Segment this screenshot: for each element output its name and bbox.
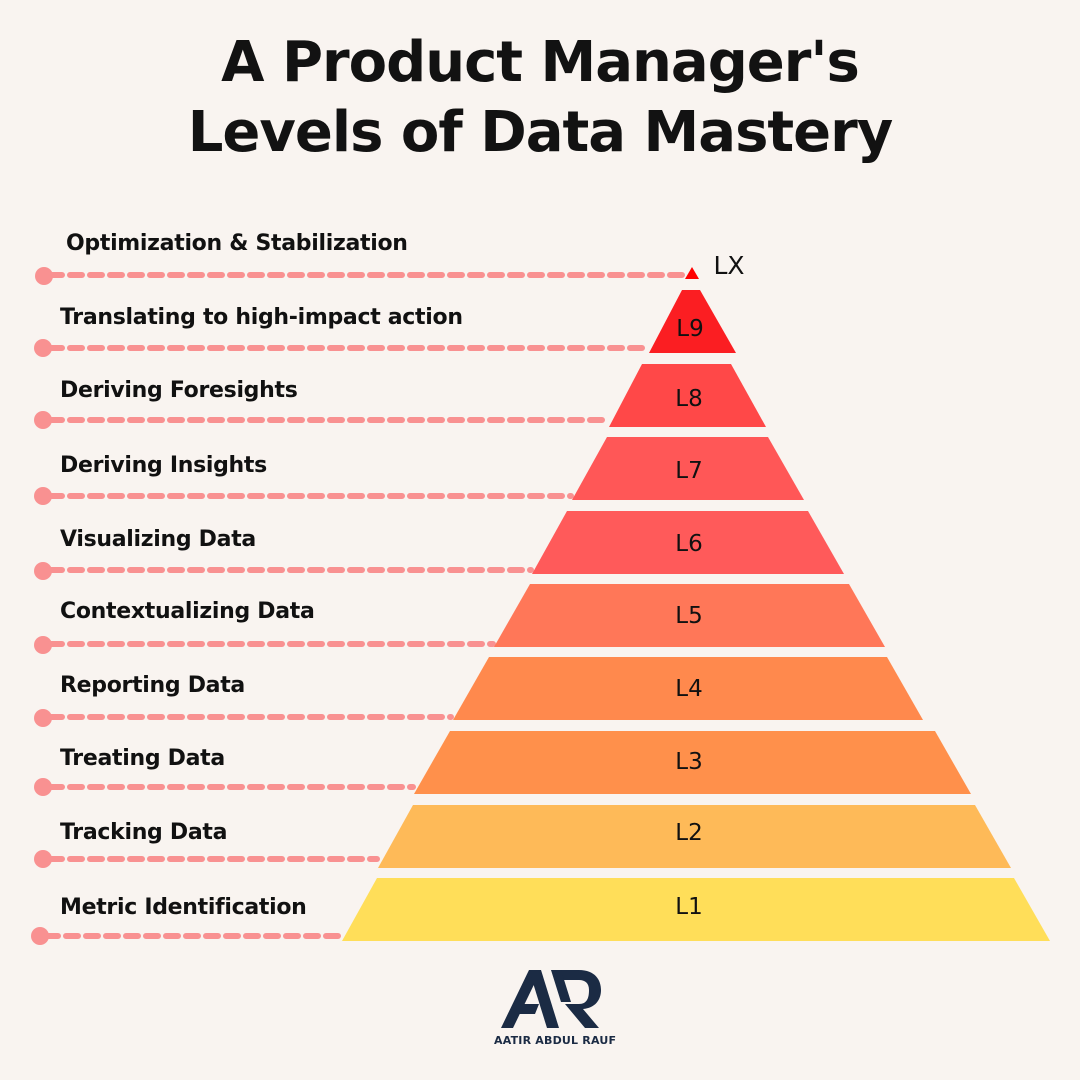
label-l9: Translating to high-impact action	[60, 305, 463, 330]
connector-lines	[43, 272, 687, 939]
label-l5: Contextualizing Data	[60, 599, 315, 624]
tier-l9	[649, 290, 736, 353]
page-title: A Product Manager's Levels of Data Maste…	[0, 28, 1080, 168]
tier-id-l6: L6	[675, 531, 703, 557]
tier-id-l5: L5	[675, 603, 703, 629]
connector-dots	[31, 267, 53, 945]
dot-l5	[34, 636, 52, 654]
tier-id-l7: L7	[675, 458, 703, 484]
tier-id-lx: LX	[713, 251, 745, 280]
tier-l7	[572, 437, 804, 500]
tier-id-l1: L1	[675, 894, 703, 920]
tier-id-l3: L3	[675, 749, 703, 775]
tier-l8	[609, 364, 766, 427]
dot-l2	[34, 850, 52, 868]
tier-l4	[453, 657, 923, 720]
tier-l5	[494, 584, 885, 647]
tier-id-l4: L4	[675, 676, 703, 702]
tier-lx	[685, 267, 699, 279]
label-l1: Metric Identification	[60, 895, 307, 920]
label-l2: Tracking Data	[60, 820, 228, 845]
tier-l3	[414, 731, 971, 794]
label-l7: Deriving Insights	[60, 453, 267, 478]
tier-l2	[378, 805, 1011, 868]
title-line-2: Levels of Data Mastery	[187, 100, 894, 165]
label-l8: Deriving Foresights	[60, 378, 298, 403]
tier-id-l2: L2	[675, 820, 703, 846]
author-name: AATIR ABDUL RAUF	[494, 1034, 617, 1047]
title-line-1: A Product Manager's	[221, 30, 860, 95]
dot-l3	[34, 778, 52, 796]
label-l6: Visualizing Data	[60, 527, 256, 552]
tier-id-l9: L9	[676, 316, 704, 342]
tier-l6	[532, 511, 844, 574]
label-l4: Reporting Data	[60, 673, 245, 698]
dot-lx	[35, 267, 53, 285]
tier-id-l8: L8	[675, 386, 703, 412]
dot-l7	[34, 487, 52, 505]
author-logo: AATIR ABDUL RAUF	[494, 968, 617, 1047]
ar-monogram-icon	[501, 970, 601, 1028]
dot-l8	[34, 411, 52, 429]
dot-l4	[34, 709, 52, 727]
label-lx: Optimization & Stabilization	[66, 231, 408, 256]
dot-l9	[34, 339, 52, 357]
dot-l6	[34, 562, 52, 580]
tier-l1	[342, 878, 1050, 941]
dot-l1	[31, 927, 49, 945]
label-l3: Treating Data	[60, 746, 225, 771]
